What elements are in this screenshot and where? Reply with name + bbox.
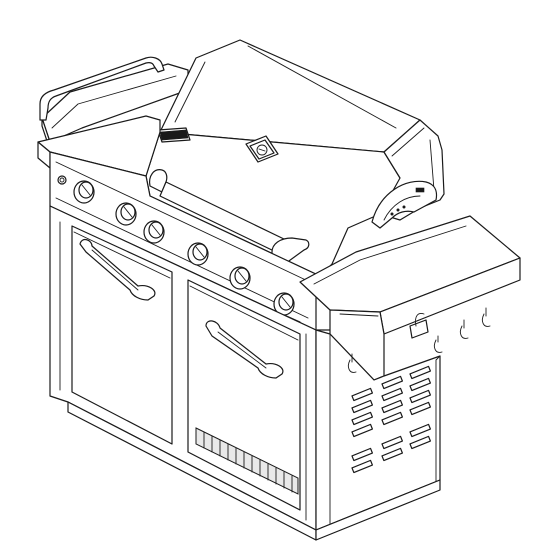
hook-4[interactable] [460, 320, 468, 338]
knob-2[interactable] [116, 203, 136, 225]
igniter-button[interactable] [58, 176, 66, 184]
knob-4[interactable] [188, 243, 208, 265]
brand-plate [158, 128, 190, 142]
knob-5[interactable] [230, 267, 250, 289]
knob-1[interactable] [74, 181, 94, 203]
hook-3[interactable] [482, 308, 490, 326]
hook-2[interactable] [434, 336, 442, 352]
knob-3[interactable] [144, 221, 164, 243]
